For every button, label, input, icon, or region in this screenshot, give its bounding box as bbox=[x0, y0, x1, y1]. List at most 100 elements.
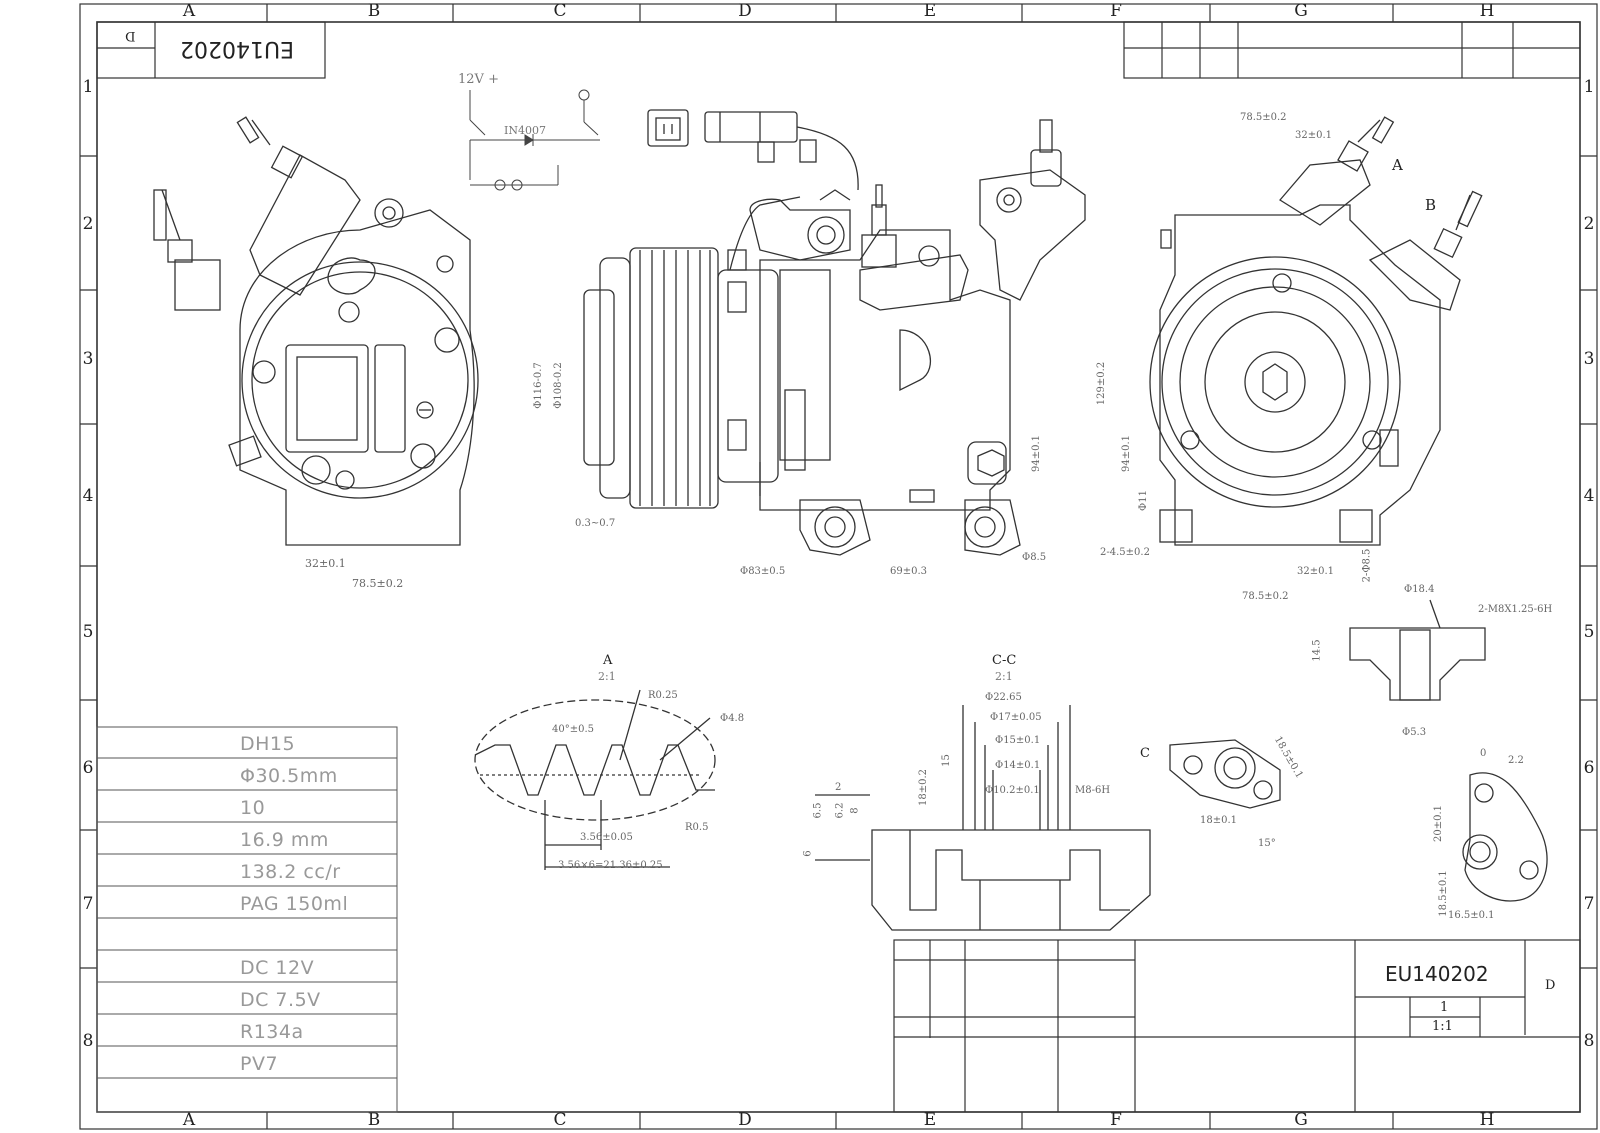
dim-c-2265: Φ22.65 bbox=[985, 692, 1022, 703]
zone-row-left-8: 8 bbox=[82, 1031, 94, 1051]
top-right-title-block bbox=[1123, 21, 1581, 79]
dim-rear-top-785: 78.5±0.2 bbox=[1240, 112, 1287, 123]
rotated-revision: D bbox=[125, 28, 136, 43]
dim-side-03: 0.3~0.7 bbox=[575, 518, 616, 529]
dim-c-62: 6.2 bbox=[834, 802, 846, 819]
circuit-schematic bbox=[469, 89, 600, 191]
rotated-part-number: EU140202 bbox=[180, 36, 294, 61]
dim-port2-22: 2.2 bbox=[1508, 755, 1524, 766]
dim-rear-94: 94±0.1 bbox=[1121, 434, 1133, 473]
zone-col-top-f: F bbox=[1110, 1, 1122, 21]
dim-c-18: 18±0.2 bbox=[918, 768, 930, 807]
zone-col-top-a: A bbox=[182, 1, 196, 21]
dim-flange-dia: Φ5.3 bbox=[1402, 727, 1427, 738]
title-part-number: EU140202 bbox=[1385, 962, 1489, 986]
dim-a-dia: Φ4.8 bbox=[720, 713, 745, 724]
circuit-voltage-label: 12V + bbox=[458, 72, 499, 87]
rear-pressure-switch bbox=[1279, 116, 1395, 226]
dim-port2-165: 16.5±0.1 bbox=[1448, 910, 1495, 921]
section-c-label: C-C bbox=[992, 653, 1017, 668]
zone-col-top-g: G bbox=[1294, 1, 1308, 21]
zone-col-bottom-e: E bbox=[923, 1110, 937, 1130]
dim-c-14: Φ14±0.1 bbox=[995, 760, 1041, 771]
zone-row-left-1: 1 bbox=[82, 77, 94, 97]
zone-row-right-3: 3 bbox=[1583, 349, 1595, 369]
rear-view bbox=[1149, 116, 1483, 546]
zone-row-left-5: 5 bbox=[82, 622, 94, 642]
dim-flange-18: Φ18.4 bbox=[1404, 584, 1435, 595]
zone-row-left-7: 7 bbox=[82, 894, 94, 914]
spec-displacement: 138.2 cc/r bbox=[240, 861, 341, 883]
zone-row-right-5: 5 bbox=[1583, 622, 1595, 642]
dim-c-8: 8 bbox=[849, 807, 861, 814]
dim-port-18: 18±0.1 bbox=[1200, 815, 1238, 826]
zone-col-bottom-c: C bbox=[553, 1110, 567, 1130]
title-revision: D bbox=[1545, 978, 1556, 993]
view-label-b: B bbox=[1425, 196, 1437, 214]
dim-rear-129: 129±0.2 bbox=[1096, 361, 1108, 406]
spec-model: DH15 bbox=[240, 733, 296, 755]
drawing-frame bbox=[79, 3, 1598, 1130]
zone-row-left-2: 2 bbox=[82, 214, 94, 234]
dim-rear-11: Φ11 bbox=[1137, 490, 1149, 511]
zone-row-left-4: 4 bbox=[82, 486, 94, 506]
zone-col-top-e: E bbox=[923, 1, 937, 21]
dim-port2-20: 20±0.1 bbox=[1433, 804, 1445, 843]
title-sheet: 1 bbox=[1440, 1000, 1449, 1015]
zone-col-top-c: C bbox=[553, 1, 567, 21]
front-service-valve bbox=[153, 189, 221, 311]
dim-port-angle: 15° bbox=[1258, 838, 1276, 849]
dim-side-83: Φ83±0.5 bbox=[740, 566, 786, 577]
top-left-title-block bbox=[96, 21, 326, 79]
dim-c-17: Φ17±0.05 bbox=[990, 712, 1042, 723]
dim-rear-bot-32: 32±0.1 bbox=[1297, 566, 1335, 577]
zone-col-bottom-g: G bbox=[1294, 1110, 1308, 1130]
dim-rear-bot-785: 78.5±0.2 bbox=[1242, 591, 1289, 602]
dim-port2-0: 0 bbox=[1480, 748, 1487, 759]
section-a-belt-profile bbox=[474, 689, 716, 870]
spec-refrigerant: R134a bbox=[240, 1021, 304, 1043]
dim-rear-85: 2-Φ8.5 bbox=[1361, 548, 1373, 583]
dim-flange-h: 14.5 bbox=[1311, 639, 1323, 662]
spec-table-grid bbox=[96, 726, 398, 1113]
front-view bbox=[153, 116, 479, 546]
dim-flange-m8: 2-M8X1.25-6H bbox=[1478, 604, 1553, 615]
dim-front-785: 78.5±0.2 bbox=[352, 577, 404, 590]
title-scale: 1:1 bbox=[1432, 1019, 1453, 1034]
dim-rear-top-32: 32±0.1 bbox=[1295, 130, 1333, 141]
zone-row-right-4: 4 bbox=[1583, 486, 1595, 506]
spec-oil: PAG 150ml bbox=[240, 893, 349, 915]
dim-c-6: 6 bbox=[802, 850, 814, 857]
circuit-diode-label: IN4007 bbox=[504, 124, 546, 137]
zone-col-bottom-a: A bbox=[182, 1110, 196, 1130]
side-view bbox=[583, 119, 1086, 556]
zone-col-top-d: D bbox=[738, 1, 752, 21]
spec-stroke: 16.9 mm bbox=[240, 829, 329, 851]
side-valve-block bbox=[859, 184, 969, 311]
dim-c-m8: M8-6H bbox=[1075, 785, 1111, 796]
dim-c-2: 2 bbox=[835, 782, 842, 793]
dim-a-r: R0.25 bbox=[648, 690, 678, 701]
zone-col-bottom-f: F bbox=[1110, 1110, 1122, 1130]
dim-front-32: 32±0.1 bbox=[305, 557, 346, 570]
spec-bore: Φ30.5mm bbox=[240, 765, 338, 787]
spec-belt: PV7 bbox=[240, 1053, 279, 1075]
zone-row-right-2: 2 bbox=[1583, 214, 1595, 234]
zone-col-top-b: B bbox=[367, 1, 381, 21]
spec-cylinders: 10 bbox=[240, 797, 266, 819]
zone-col-bottom-b: B bbox=[367, 1110, 381, 1130]
dim-c-15: Φ15±0.1 bbox=[995, 735, 1041, 746]
dim-side-69: 69±0.3 bbox=[890, 566, 928, 577]
zone-row-left-3: 3 bbox=[82, 349, 94, 369]
front-pressure-switch bbox=[236, 116, 361, 296]
port-plate-d bbox=[1462, 772, 1548, 902]
dim-c-15-side: 15 bbox=[940, 754, 952, 767]
spec-min-voltage: DC 7.5V bbox=[240, 989, 321, 1011]
dim-a-r2: R0.5 bbox=[685, 822, 709, 833]
view-label-c: C bbox=[1140, 746, 1150, 761]
section-a-label: A bbox=[603, 653, 613, 668]
side-switch-bracket bbox=[979, 119, 1086, 301]
section-c-port-detail bbox=[815, 705, 1151, 931]
view-label-a: A bbox=[1392, 156, 1403, 174]
